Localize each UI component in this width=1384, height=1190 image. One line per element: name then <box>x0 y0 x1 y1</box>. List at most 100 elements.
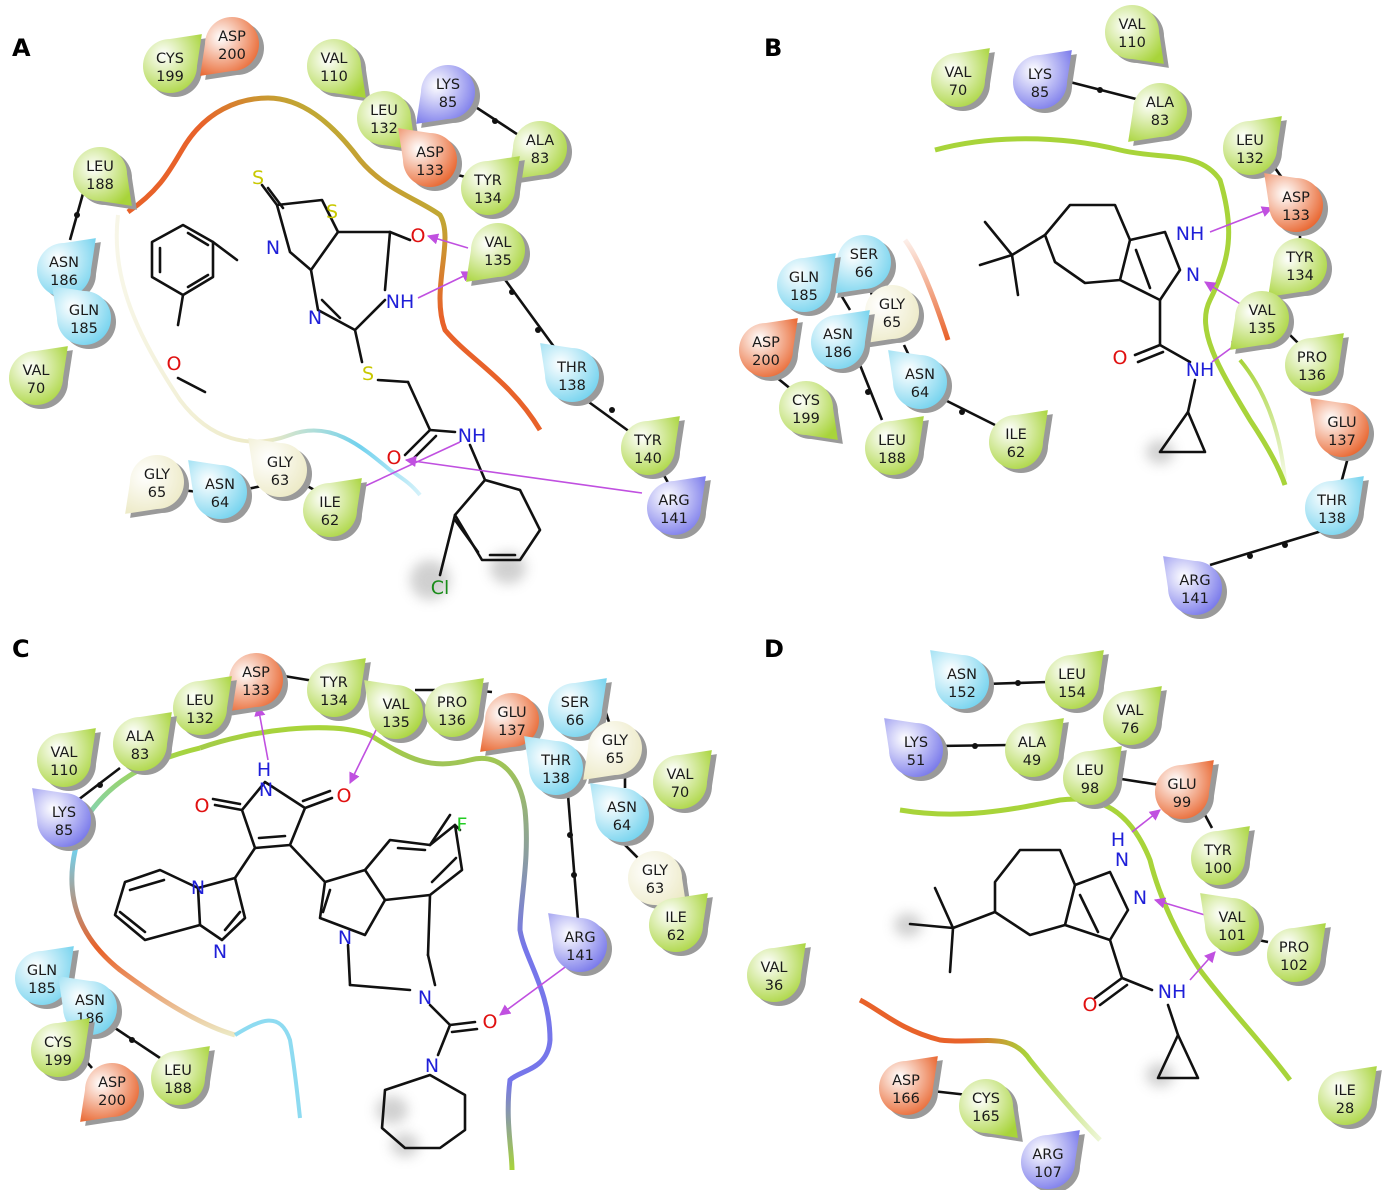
residue-number: 136 <box>438 713 466 729</box>
residue-name: PRO <box>1297 350 1327 366</box>
residue-number: 132 <box>186 711 214 727</box>
residue-name: ARG <box>564 930 595 946</box>
residue-name: GLY <box>602 733 628 749</box>
atom-nh-indazole: NH <box>1176 223 1205 245</box>
residue-glyph <box>931 48 990 107</box>
residue-number: 110 <box>1118 35 1146 51</box>
residue-glyph <box>37 728 96 787</box>
residue-name: VAL <box>667 767 694 783</box>
atom-sulfur-thioether: S <box>362 363 374 385</box>
residue-number: 137 <box>1328 433 1356 449</box>
residue-number: 138 <box>558 378 586 394</box>
residue-name: GLU <box>497 705 526 721</box>
residue-glyph <box>1285 333 1344 392</box>
residue-number: 185 <box>70 321 98 337</box>
panel-d: H N N O NH <box>858 680 1292 1142</box>
residue-number: 64 <box>211 495 229 511</box>
residue-name: PRO <box>1279 940 1309 956</box>
residue-number: 133 <box>1282 208 1310 224</box>
residue-glyph <box>621 416 680 475</box>
residue-name: GLN <box>27 963 57 979</box>
residue-glyph <box>425 678 484 737</box>
residue-number: 188 <box>86 177 114 193</box>
atom-oxygen-amide-d: O <box>1083 994 1098 1016</box>
residue-number: 132 <box>370 121 398 137</box>
atom-sulfur-thione: S <box>252 167 264 189</box>
residue-number: 70 <box>949 83 967 99</box>
panel-label-a: A <box>12 34 31 62</box>
residue-name: ILE <box>1334 1083 1356 1099</box>
residue-glyph <box>653 750 712 809</box>
residue-name: ILE <box>1005 427 1027 443</box>
pocket-contour-c-left <box>69 745 236 1038</box>
residue-number: 83 <box>531 151 549 167</box>
residue-glyph <box>649 893 708 952</box>
residue-name: CYS <box>972 1091 1000 1107</box>
residue-number: 83 <box>131 747 149 763</box>
residue-name: ILE <box>319 495 341 511</box>
residue-glyph <box>1267 923 1326 982</box>
residue-glyph <box>1163 556 1222 615</box>
residue-name: VAL <box>485 235 512 251</box>
residue-name: VAL <box>383 697 410 713</box>
residue-number: 101 <box>1218 928 1246 944</box>
residue-number: 83 <box>1151 113 1169 129</box>
residue-name: ALA <box>1018 735 1046 751</box>
residue-number: 85 <box>1031 85 1049 101</box>
residue-number: 141 <box>566 948 594 964</box>
residue-glyph <box>1310 398 1369 457</box>
residue-number: 135 <box>484 253 512 269</box>
residue-name: LYS <box>904 735 928 751</box>
residue-number: 65 <box>606 751 624 767</box>
residue-number: 188 <box>878 451 906 467</box>
residue-val-135: VAL 135 <box>466 223 530 286</box>
residue-glyph <box>860 285 919 344</box>
residue-number: 166 <box>892 1091 920 1107</box>
residue-glyph <box>524 736 583 795</box>
residue-glyph <box>31 1018 90 1077</box>
residue-name: LEU <box>86 159 114 175</box>
residue-name: ASN <box>905 367 935 383</box>
residue-number: 138 <box>542 771 570 787</box>
atom-nh-indazole-d: N <box>1115 849 1129 871</box>
residue-name: ALA <box>526 133 554 149</box>
residue-glyph <box>58 976 117 1035</box>
pocket-contour-b-orange <box>902 238 951 341</box>
residue-name: CYS <box>156 51 184 67</box>
atom-oxygen-urea: O <box>483 1011 498 1033</box>
residue-name: VAL <box>51 745 78 761</box>
residue-number: 133 <box>242 683 270 699</box>
residue-glyph <box>1305 476 1364 535</box>
residue-glyph <box>248 438 307 497</box>
residue-glyph <box>1005 718 1064 777</box>
residue-number: 102 <box>1280 958 1308 974</box>
residue-name: LEU <box>1236 133 1264 149</box>
pocket-contour-d-lower <box>858 997 1102 1142</box>
residue-number: 137 <box>498 723 526 739</box>
